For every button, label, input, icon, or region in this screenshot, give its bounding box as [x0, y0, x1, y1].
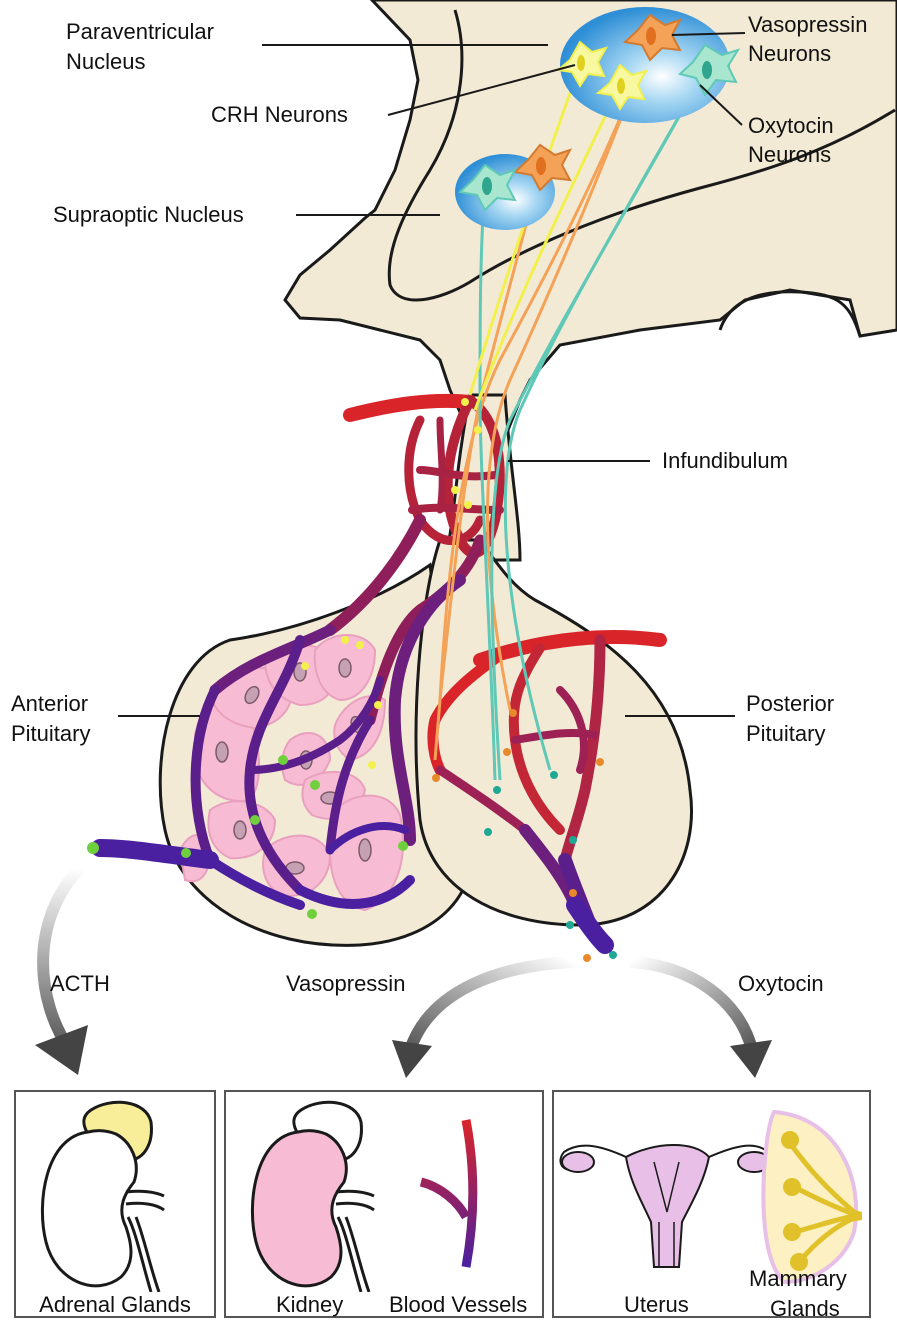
supraoptic-label: Supraoptic Nucleus — [53, 201, 244, 229]
oxytocin-neurons-label-line2: Neurons — [748, 141, 831, 169]
blood-vessels-label: Blood Vessels — [389, 1292, 527, 1318]
acth-label: ACTH — [50, 970, 110, 998]
kidney-vessel-illustration — [226, 1092, 544, 1292]
vasopressin-targets-panel: Kidney Blood Vessels — [224, 1090, 544, 1318]
vasopressin-neurons-label-line1: Vasopressin — [748, 11, 867, 39]
mammary-label-line1: Mammary — [749, 1266, 847, 1292]
kidney-outline — [42, 1131, 136, 1286]
oxytocin-hormone-label: Oxytocin — [738, 970, 824, 998]
uterus-label: Uterus — [624, 1292, 689, 1318]
oxytocin-neurons-label-line1: Oxytocin — [748, 112, 834, 140]
mammary-shape — [763, 1112, 862, 1282]
vasopressin-neurons-label-line2: Neurons — [748, 40, 831, 68]
adrenal-label: Adrenal Glands — [16, 1292, 214, 1318]
paraventricular-label-line2: Nucleus — [66, 48, 145, 76]
uterus-shape — [560, 1145, 771, 1267]
uterus-mammary-illustration — [554, 1092, 871, 1292]
anterior-pituitary-label-line1: Anterior — [11, 690, 88, 718]
blood-vessel-shape — [421, 1120, 473, 1267]
anterior-pituitary-label-line2: Pituitary — [11, 720, 90, 748]
vasopressin-hormone-label: Vasopressin — [286, 970, 405, 998]
kidney-label: Kidney — [276, 1292, 343, 1318]
adrenal-panel: Adrenal Glands — [14, 1090, 216, 1318]
adrenal-kidney-illustration — [16, 1092, 216, 1292]
oxytocin-targets-panel: Uterus Mammary Glands — [552, 1090, 871, 1318]
posterior-pituitary-label-line2: Pituitary — [746, 720, 825, 748]
infundibulum-label: Infundibulum — [662, 447, 788, 475]
paraventricular-label-line1: Paraventricular — [66, 18, 214, 46]
crh-neurons-label: CRH Neurons — [211, 101, 348, 129]
vasopressin-arrow — [392, 962, 575, 1078]
kidney-pink-shape — [252, 1131, 346, 1286]
posterior-pituitary-label-line1: Posterior — [746, 690, 834, 718]
mammary-label-line2: Glands — [770, 1296, 840, 1322]
